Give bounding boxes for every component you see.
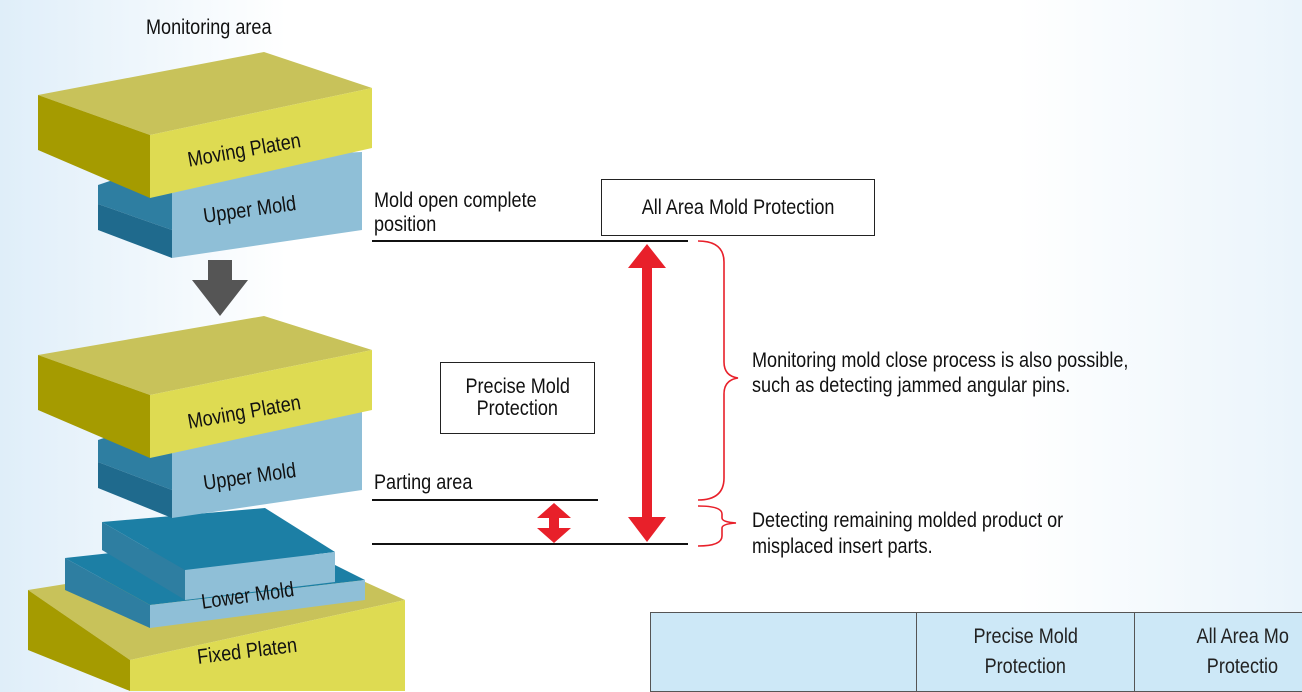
long-double-arrow-icon	[628, 244, 666, 542]
all-area-protection-label: All Area Mold Protection	[642, 197, 835, 219]
precise-protection-box: Precise Mold Protection	[440, 362, 595, 434]
short-double-arrow-icon	[537, 503, 571, 543]
close-process-note-line2: such as detecting jammed angular pins.	[752, 375, 1070, 397]
parting-area-label: Parting area	[374, 472, 472, 494]
table-header-blank	[651, 613, 917, 692]
close-process-note-line1: Monitoring mold close process is also po…	[752, 350, 1128, 372]
remaining-note-line2: misplaced insert parts.	[752, 536, 933, 558]
brace-close-process	[698, 241, 738, 500]
brace-remaining	[698, 506, 736, 546]
precise-protection-line2: Protection	[477, 398, 558, 420]
mold-open-label-line1: Mold open complete	[374, 190, 537, 212]
monitoring-area-title: Monitoring area	[146, 17, 271, 39]
precise-protection-line1: Precise Mold	[465, 376, 569, 398]
down-arrow-icon	[192, 260, 248, 316]
remaining-note-line1: Detecting remaining molded product or	[752, 510, 1063, 532]
mold-open-label-line2: position	[374, 214, 436, 236]
all-area-protection-box: All Area Mold Protection	[601, 179, 875, 236]
